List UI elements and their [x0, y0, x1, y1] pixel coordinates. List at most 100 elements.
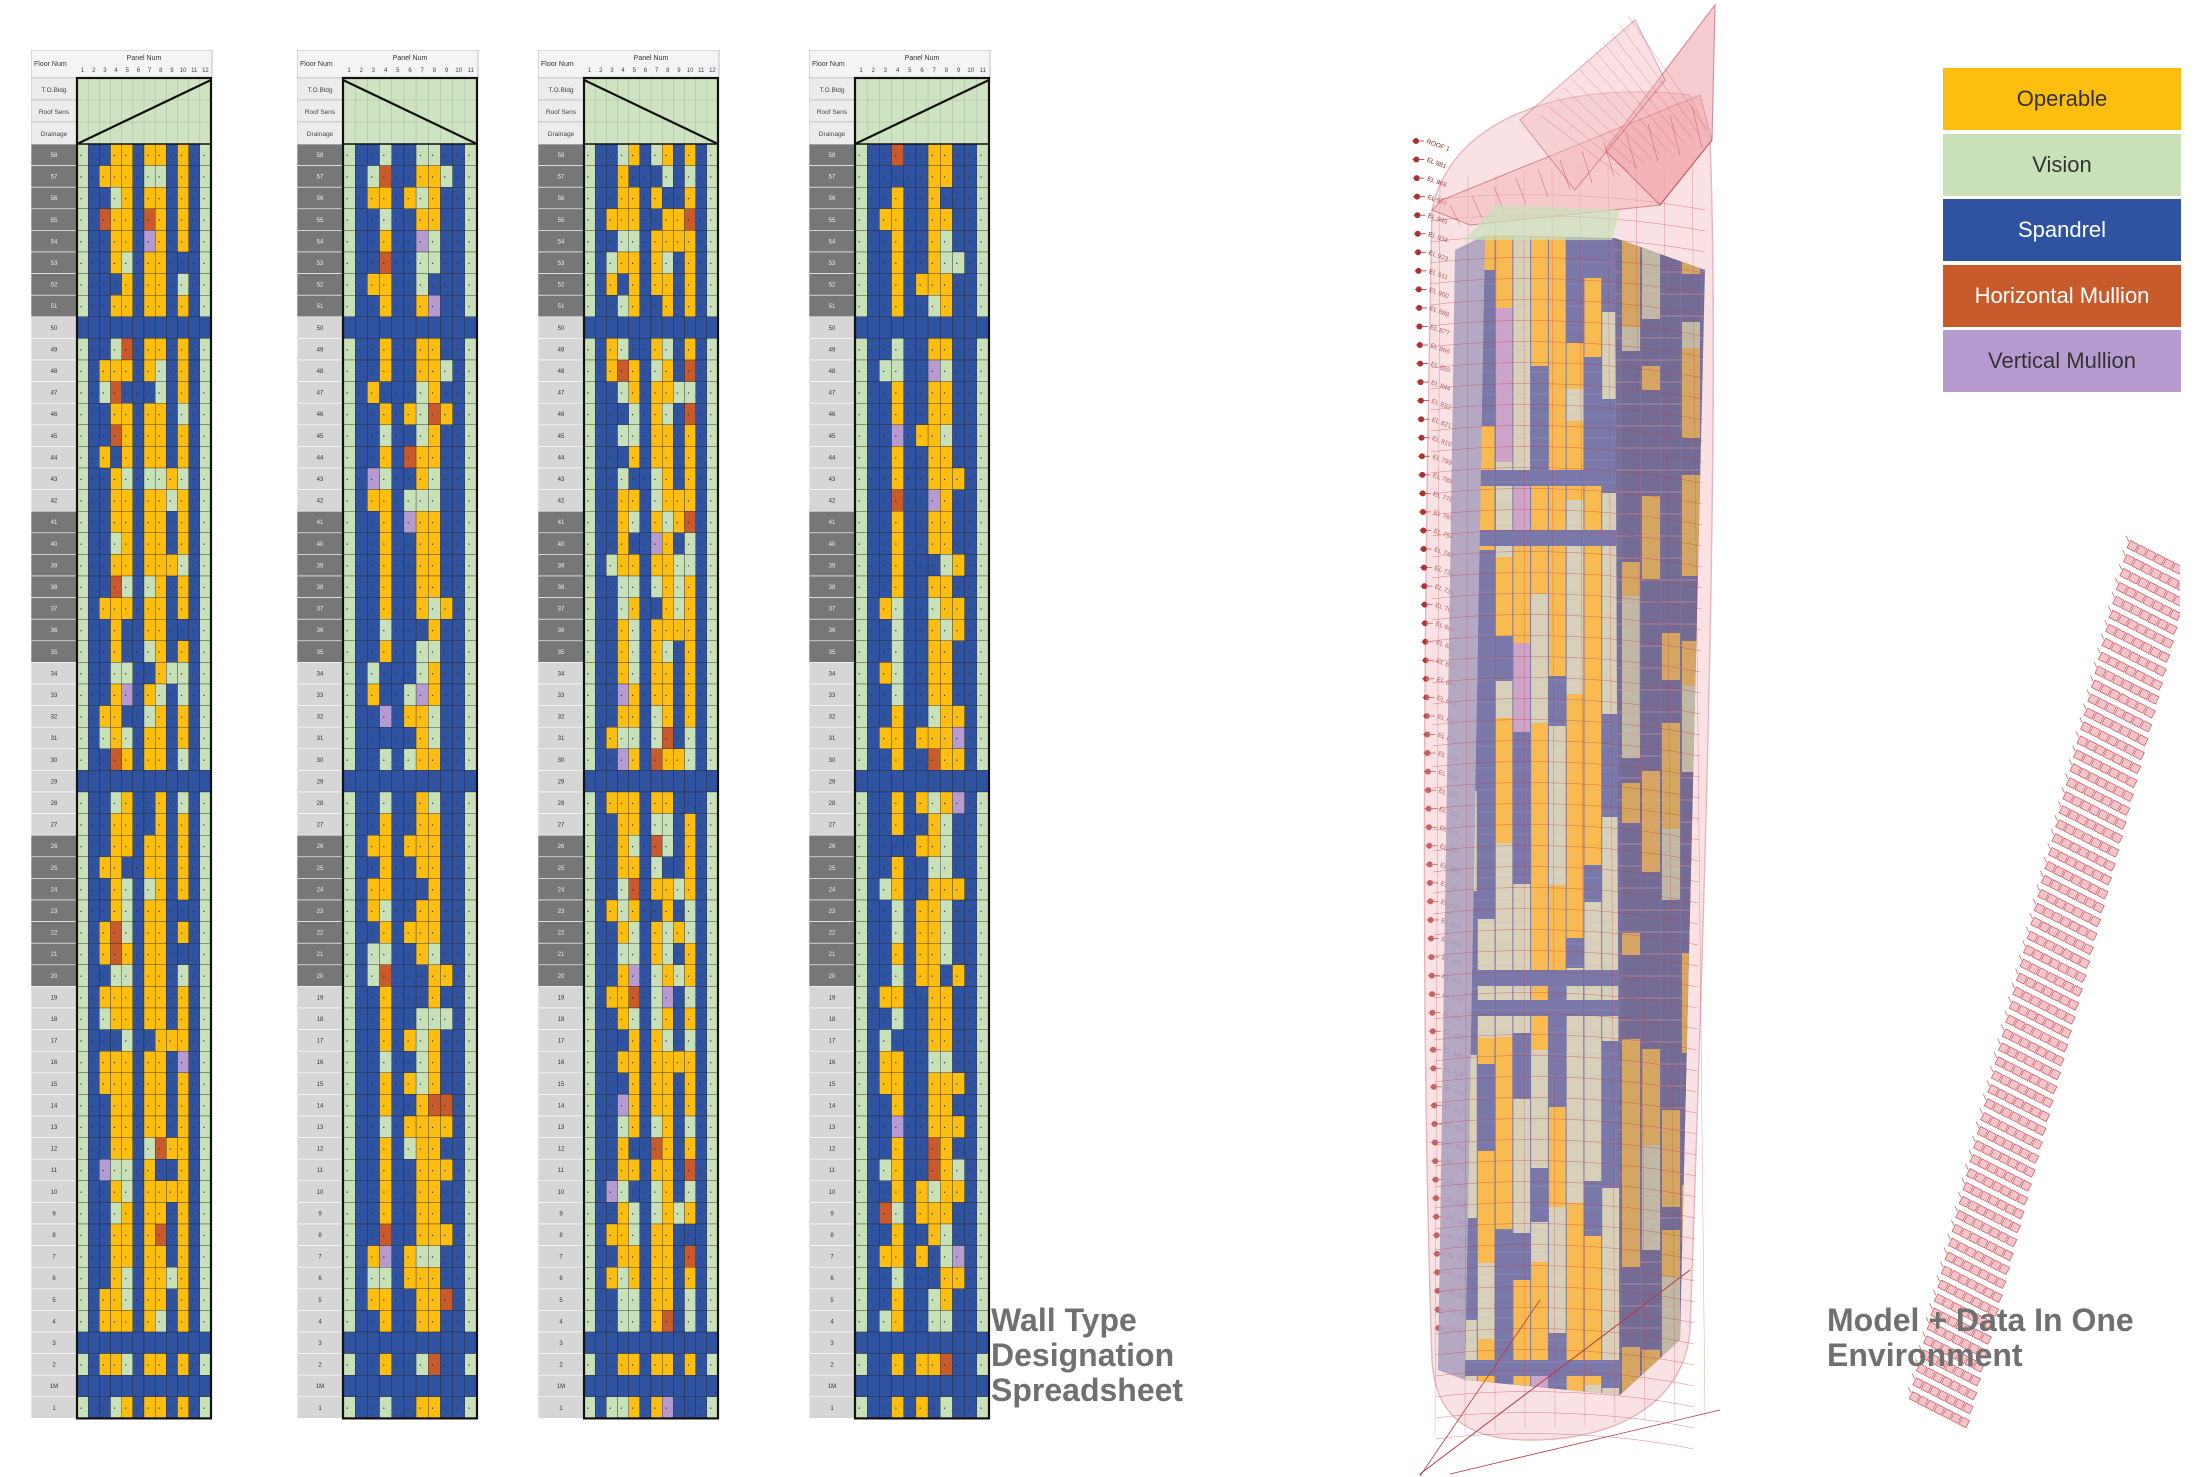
panel-cell — [379, 316, 392, 339]
panel-cell — [403, 856, 417, 879]
panel-cell — [891, 1072, 904, 1095]
panel-cell — [684, 446, 696, 469]
panel-cell — [464, 1051, 478, 1073]
panel-cell — [87, 1202, 100, 1225]
panel-cell — [452, 921, 465, 944]
panel-cell — [661, 273, 674, 296]
panel-cell — [440, 338, 453, 361]
panel-cell — [684, 424, 696, 447]
panel-cell — [76, 1159, 89, 1181]
panel-cell — [706, 899, 719, 922]
panel-cell — [661, 597, 674, 620]
panel-cell — [110, 943, 122, 965]
panel-cell — [594, 359, 607, 382]
panel-cell — [976, 964, 990, 987]
panel-cell — [661, 1245, 674, 1268]
panel-cell — [143, 899, 156, 922]
facade-panel — [1531, 1050, 1548, 1168]
panel-cell — [166, 1029, 178, 1052]
panel-cell — [391, 1245, 405, 1268]
floor-label: 24 — [829, 887, 836, 893]
floor-label: 56 — [558, 196, 565, 202]
panel-cell — [617, 467, 629, 490]
panel-cell — [132, 359, 145, 382]
panel-cell — [132, 1267, 145, 1289]
floor-label: 13 — [558, 1125, 565, 1131]
panel-cell — [464, 446, 478, 469]
panel-cell — [661, 1310, 674, 1333]
facade-panel — [1602, 399, 1619, 493]
panel-cell — [342, 295, 356, 317]
panel-cell — [166, 316, 178, 339]
panel-cell — [440, 554, 453, 577]
panel-cell — [428, 1353, 441, 1376]
panel-cell — [673, 230, 685, 253]
panel-number: 10 — [967, 68, 974, 74]
panel-cell — [650, 1267, 663, 1289]
panel-cell — [976, 575, 990, 598]
panel-cell — [464, 187, 478, 209]
panel-cell — [639, 532, 652, 555]
panel-cell — [403, 1051, 417, 1073]
panel-cell — [684, 187, 696, 209]
panel-cell — [367, 165, 380, 188]
panel-cell — [391, 403, 405, 425]
panel-cell — [879, 943, 892, 965]
panel-cell — [87, 1288, 100, 1311]
floor-label: 56 — [51, 196, 58, 202]
floor-label: 15 — [558, 1082, 565, 1088]
panel-cell — [706, 1007, 719, 1030]
panel-cell — [177, 640, 189, 663]
panel-cell — [639, 1007, 652, 1030]
panel-cell — [440, 1072, 453, 1095]
panel-cell — [964, 986, 977, 1009]
floor-label: 22 — [51, 931, 58, 937]
panel-cell — [166, 1159, 178, 1181]
panel-cell — [428, 770, 441, 793]
panel-cell — [940, 1115, 953, 1138]
floor-label: 17 — [51, 1039, 58, 1045]
panel-cell — [154, 1159, 167, 1181]
panel-cell — [583, 813, 596, 836]
panel-cell — [132, 273, 145, 296]
panel-cell — [177, 727, 189, 749]
panel-cell — [583, 143, 596, 166]
panel-cell — [891, 835, 904, 857]
panel-cell — [342, 403, 356, 425]
panel-cell — [661, 1267, 674, 1289]
panel-cell — [177, 1223, 189, 1246]
panel-cell — [452, 165, 465, 188]
panel-cell — [606, 1115, 618, 1138]
panel-cell — [879, 1007, 892, 1030]
panel-cell — [415, 1223, 429, 1246]
panel-cell — [891, 1029, 904, 1052]
floor-plate — [1990, 1066, 2054, 1109]
panel-cell — [695, 1245, 708, 1268]
floor-label: 34 — [558, 671, 565, 677]
panel-cell — [367, 899, 380, 922]
panel-cell — [440, 1223, 453, 1246]
panel-cell — [650, 1159, 663, 1181]
panel-cell — [964, 1288, 977, 1311]
panel-cell — [440, 705, 453, 728]
panel-cell — [87, 986, 100, 1009]
panel-cell — [639, 1396, 652, 1419]
floor-label: 15 — [317, 1082, 324, 1088]
panel-cell — [684, 640, 696, 663]
floor-label: 48 — [558, 369, 565, 375]
facade-panel — [1513, 1033, 1531, 1099]
panel-cell — [199, 921, 212, 944]
panel-cell — [628, 532, 641, 555]
panel-cell — [367, 662, 380, 685]
panel-cell — [391, 770, 405, 793]
panel-cell — [403, 1245, 417, 1268]
panel-cell — [976, 1310, 990, 1333]
panel-cell — [132, 662, 145, 685]
panel-cell — [391, 1051, 405, 1073]
panel-cell — [154, 338, 167, 361]
panel-cell — [87, 813, 100, 836]
panel-cell — [879, 964, 892, 987]
panel-cell — [415, 1375, 429, 1397]
panel-cell — [706, 230, 719, 253]
panel-cell — [110, 424, 122, 447]
